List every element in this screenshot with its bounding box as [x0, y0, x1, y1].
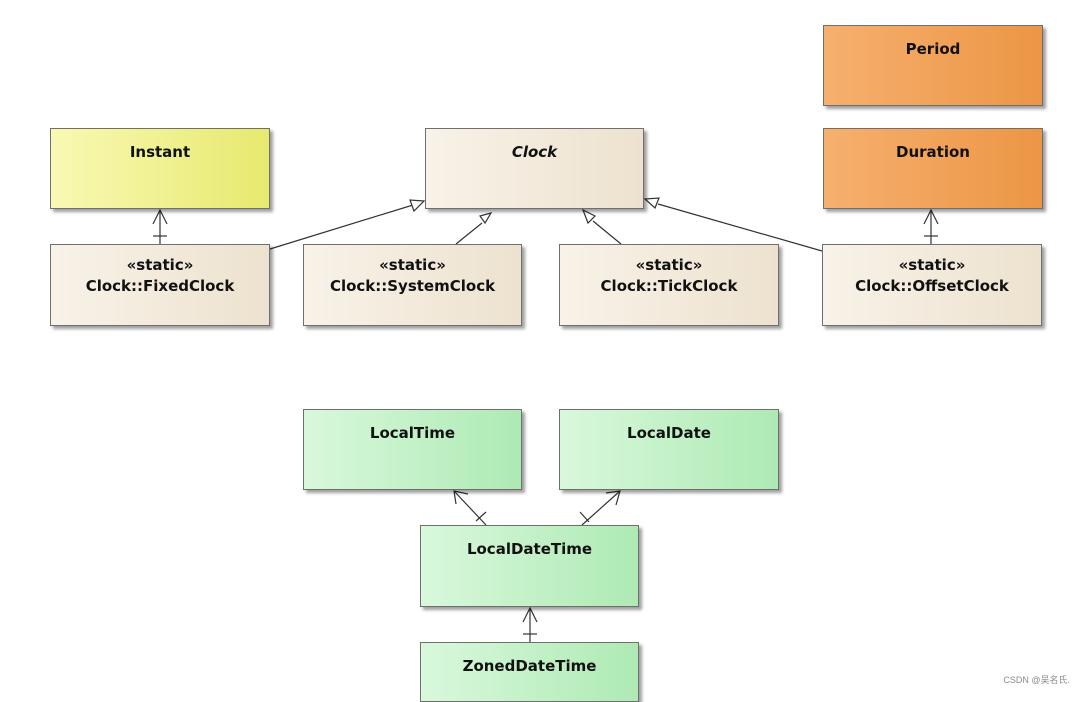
- line-tickclock-to-clock: [592, 220, 622, 245]
- class-zoned-date-time[interactable]: ZonedDateTime: [420, 642, 639, 702]
- class-name: Clock::TickClock: [600, 277, 738, 295]
- watermark: CSDN @吴名氏.: [1003, 675, 1070, 685]
- class-name: Period: [905, 40, 961, 58]
- open-arrowhead: [152, 208, 168, 225]
- class-fixed-clock[interactable]: «static» Clock::FixedClock: [50, 244, 270, 326]
- line-localdatetime-to-localdate: [581, 490, 621, 526]
- stereotype-label: «static»: [898, 256, 966, 274]
- class-name: Instant: [129, 143, 191, 161]
- class-clock[interactable]: Clock: [425, 128, 644, 209]
- class-name: Clock::SystemClock: [329, 277, 496, 295]
- class-name: Clock: [511, 143, 558, 161]
- cross-mark: [579, 511, 590, 523]
- stereotype-label: «static»: [379, 256, 446, 274]
- class-instant[interactable]: Instant: [50, 128, 270, 209]
- class-local-date-time[interactable]: LocalDateTime: [420, 525, 639, 607]
- generalization-arrowhead: [479, 212, 493, 225]
- cross-mark: [475, 511, 487, 522]
- class-tick-clock[interactable]: «static» Clock::TickClock: [559, 244, 779, 326]
- open-arrowhead: [522, 606, 538, 623]
- class-local-time[interactable]: LocalTime: [303, 409, 522, 490]
- stereotype-label: «static»: [126, 256, 194, 274]
- generalization-arrowhead: [581, 208, 597, 225]
- open-arrowhead: [923, 208, 939, 225]
- class-name: Duration: [896, 143, 970, 161]
- class-name: LocalDateTime: [466, 540, 593, 558]
- class-name: Clock::FixedClock: [85, 277, 235, 295]
- generalization-arrowhead: [643, 197, 660, 210]
- generalization-arrowhead: [409, 199, 426, 213]
- line-offsetclock-to-clock: [657, 203, 823, 252]
- class-name: ZonedDateTime: [462, 657, 597, 675]
- class-duration[interactable]: Duration: [823, 128, 1043, 209]
- class-name: LocalDate: [627, 424, 711, 442]
- class-period[interactable]: Period: [823, 25, 1043, 106]
- open-arrowhead: [605, 490, 621, 506]
- line-fixedclock-to-clock: [269, 204, 414, 250]
- open-arrowhead: [453, 490, 469, 505]
- stereotype-label: «static»: [635, 256, 703, 274]
- line-systemclock-to-clock: [455, 222, 483, 245]
- class-offset-clock[interactable]: «static» Clock::OffsetClock: [822, 244, 1042, 326]
- class-system-clock[interactable]: «static» Clock::SystemClock: [303, 244, 522, 326]
- class-local-date[interactable]: LocalDate: [559, 409, 779, 490]
- class-name: LocalTime: [369, 424, 456, 442]
- line-localdatetime-to-localtime: [453, 490, 487, 526]
- class-name: Clock::OffsetClock: [855, 277, 1009, 295]
